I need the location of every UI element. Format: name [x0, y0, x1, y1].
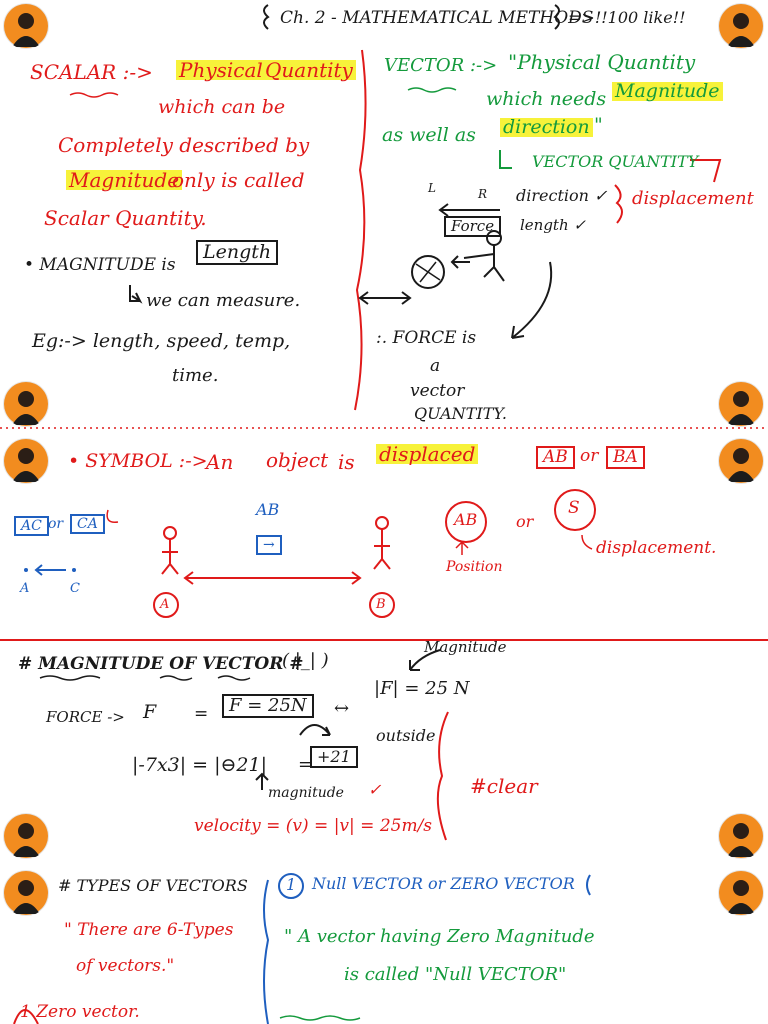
or-label-2: or [48, 516, 64, 532]
avatar [718, 438, 764, 484]
direction-highlight: direction [500, 118, 593, 137]
force-box: Force [444, 216, 502, 237]
circle-s-label: S [568, 498, 580, 518]
null-def-line-1: " A vector having Zero Magnitude [284, 926, 595, 947]
f-25n-box: F = 25N [222, 694, 314, 718]
avatar [718, 813, 764, 859]
or-label-3: or [516, 512, 534, 531]
force-label: FORCE -> [46, 708, 125, 726]
vector-word: vector [410, 381, 465, 401]
avatar [3, 381, 49, 427]
vector-magnitude-highlight: Magnitude [612, 82, 723, 101]
null-def-line-2: is called "Null VECTOR" [344, 964, 567, 985]
zero-vector-item: 1 Zero vector. [20, 1002, 140, 1022]
ba-box: BA [606, 446, 645, 469]
magnitude-highlight: Magnitude [66, 170, 183, 190]
force-is-text: :. FORCE is [376, 328, 477, 348]
of-vectors-text: of vectors." [76, 956, 175, 976]
ab-vector-label: AB [256, 500, 280, 519]
time-text: time. [172, 365, 219, 386]
physical-highlight: Physical [176, 60, 266, 80]
point-b-label: B [376, 597, 386, 612]
scalar-heading: SCALAR :-> [30, 60, 153, 84]
vector-line-2a: which needs [486, 88, 607, 110]
ab-box: AB [536, 446, 575, 469]
types-heading: # TYPES OF VECTORS [58, 876, 248, 895]
clear-tag: #clear [470, 774, 538, 798]
avatar [3, 813, 49, 859]
scalar-line-4: only is called [172, 168, 305, 192]
a-text: a [430, 356, 441, 376]
avatar [718, 3, 764, 49]
abs-expression: |-7x3| = |⊖21| [132, 754, 268, 776]
abs-paren: ( |_| ) [282, 650, 329, 671]
measure-text: we can measure. [146, 290, 301, 311]
symbol-is: is [338, 450, 355, 474]
magnitude-heading: # MAGNITUDE OF VECTOR # [18, 654, 304, 674]
displacement-note: displacement. [596, 538, 717, 558]
direction-check: direction ✓ [516, 186, 608, 205]
six-types-text: " There are 6-Types [64, 920, 234, 940]
null-vector-number: 1 [286, 875, 297, 894]
symbol-an: An [206, 450, 234, 474]
scalar-line-5: Scalar Quantity. [44, 206, 207, 230]
avatar [718, 870, 764, 916]
plus21-box: +21 [310, 746, 358, 768]
likes-note: =>!!100 like!! [568, 8, 686, 27]
quantity-highlight: Quantity [262, 60, 356, 80]
scalar-line-3: Completely described by [58, 133, 310, 157]
quantity-caps: QUANTITY. [414, 404, 507, 423]
double-arrow: ↔ [334, 698, 350, 719]
ca-box: CA [70, 514, 105, 534]
circle-ab-label: AB [454, 510, 478, 529]
or-label-1: or [580, 446, 599, 466]
page-title: Ch. 2 - MATHEMATICAL METHODS [280, 8, 594, 28]
vector-line-1: "Physical Quantity [508, 50, 696, 74]
length-check: length ✓ [520, 216, 586, 234]
magnitude-bullet: • MAGNITUDE is [24, 255, 176, 275]
avatar [718, 381, 764, 427]
vector-line-3a: as well as [382, 124, 476, 146]
ac-box: AC [14, 516, 49, 536]
avatar [3, 3, 49, 49]
label-c: C [70, 581, 80, 596]
check-mark: ✓ [368, 780, 382, 799]
arrow-box: → [256, 535, 282, 555]
symbol-object: object [266, 448, 329, 472]
equals-2: = [298, 754, 314, 775]
avatar [3, 438, 49, 484]
position-label: Position [446, 559, 503, 575]
vector-quantity-label: VECTOR QUANTITY [532, 152, 699, 171]
symbol-heading: • SYMBOL :-> [68, 450, 208, 472]
outside-label: outside [376, 726, 436, 745]
scalar-line-2: which can be [158, 96, 286, 118]
label-a: A [20, 581, 30, 596]
label-r: R [478, 187, 488, 201]
magnitude-label: Magnitude [424, 638, 507, 656]
null-vector-title: Null VECTOR or ZERO VECTOR [312, 874, 575, 893]
abs-f-text: |F| = 25 N [374, 678, 470, 699]
avatar [3, 870, 49, 916]
velocity-text: velocity = (v) = |v| = 25m/s [194, 816, 433, 836]
displaced-highlight: displaced [376, 444, 479, 464]
f-vector: F [143, 701, 157, 723]
length-box: Length [196, 240, 279, 265]
vector-heading: VECTOR :-> [384, 55, 498, 76]
magnitude-small: magnitude [268, 785, 344, 801]
eg-text: Eg:-> length, speed, temp, [32, 330, 291, 352]
equals-1: = [194, 704, 209, 724]
vector-line-3c: " [594, 114, 603, 136]
displacement-label: displacement [632, 188, 754, 209]
label-l: L [428, 181, 436, 195]
point-a-label: A [160, 597, 170, 612]
